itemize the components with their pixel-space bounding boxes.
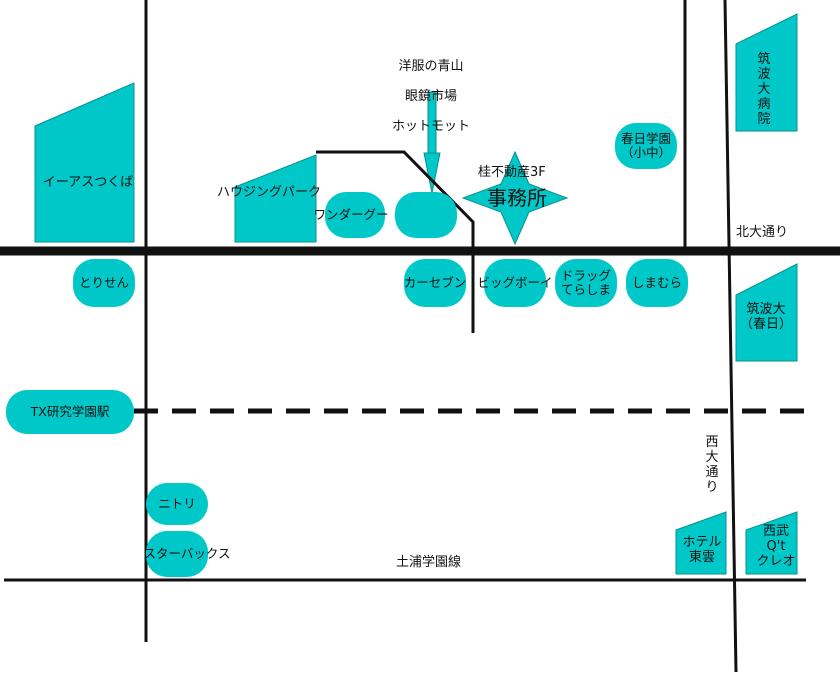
eeas-label: イーアスつくば xyxy=(42,175,134,190)
eeas-building-shape[interactable] xyxy=(34,82,135,243)
pointer-label-aoyama: 洋服の青山 xyxy=(398,59,464,74)
office-star-marker[interactable] xyxy=(461,150,569,246)
drug-terashima-pill[interactable]: ドラッグ てらしま xyxy=(555,259,617,307)
hospital-building-shape[interactable] xyxy=(735,13,798,132)
wonder-goo-label: ワンダーグー xyxy=(313,207,389,222)
north-avenue-label: 北大通り xyxy=(736,225,789,240)
pointer-label-hottomotto: ホットモット xyxy=(391,119,470,134)
pointer-target-pill[interactable] xyxy=(395,192,457,238)
tx-station-pill[interactable]: TX研究学園駅 xyxy=(6,390,134,434)
pointer-label-megane: 眼鏡市場 xyxy=(404,89,457,104)
office-company-label: 桂不動産3F xyxy=(478,165,546,180)
univ-kasuga-label: 筑波大 （春日） xyxy=(739,302,792,332)
housing-park-building-shape[interactable] xyxy=(234,154,317,243)
office-pointer-label: 洋服の青山 眼鏡市場 ホットモット xyxy=(376,44,486,134)
housing-park-label: ハウジングパーク xyxy=(217,185,322,200)
hospital-label: 筑波大病院 xyxy=(757,52,771,127)
starbucks-pill[interactable]: スターバックス xyxy=(144,531,231,577)
univ-kasuga-building-shape[interactable] xyxy=(735,263,798,362)
seven-eleven-pill[interactable]: カーセブン xyxy=(404,259,466,307)
hotel-building-shape[interactable] xyxy=(675,511,727,575)
seibu-building-shape[interactable] xyxy=(745,511,798,575)
tsuchiura-gakuen-line-label: 土浦学園線 xyxy=(396,555,462,570)
shimamura-pill[interactable]: しまむら xyxy=(626,259,688,307)
nitori-pill[interactable]: ニトリ xyxy=(146,483,208,525)
kasuga-school-pill[interactable]: 春日学園 （小中） xyxy=(615,123,677,169)
starbucks-label: スターバックス xyxy=(143,546,231,561)
west-avenue-label: 西大通り xyxy=(705,435,719,495)
west-avenue-road xyxy=(723,0,738,673)
torisen-pill[interactable]: とりせん xyxy=(73,259,135,307)
wonder-goo-pill[interactable]: ワンダーグー xyxy=(314,192,389,238)
local-access-road xyxy=(316,150,475,333)
hotel-label: ホテル 東雲 xyxy=(682,535,722,565)
big-boy-pill[interactable]: ビッグボーイ xyxy=(478,259,553,307)
pointer-arrow-head xyxy=(423,152,441,194)
office-label: 事務所 xyxy=(487,186,547,210)
seibu-qt-label: 西武 Q't クレオ xyxy=(756,524,796,569)
